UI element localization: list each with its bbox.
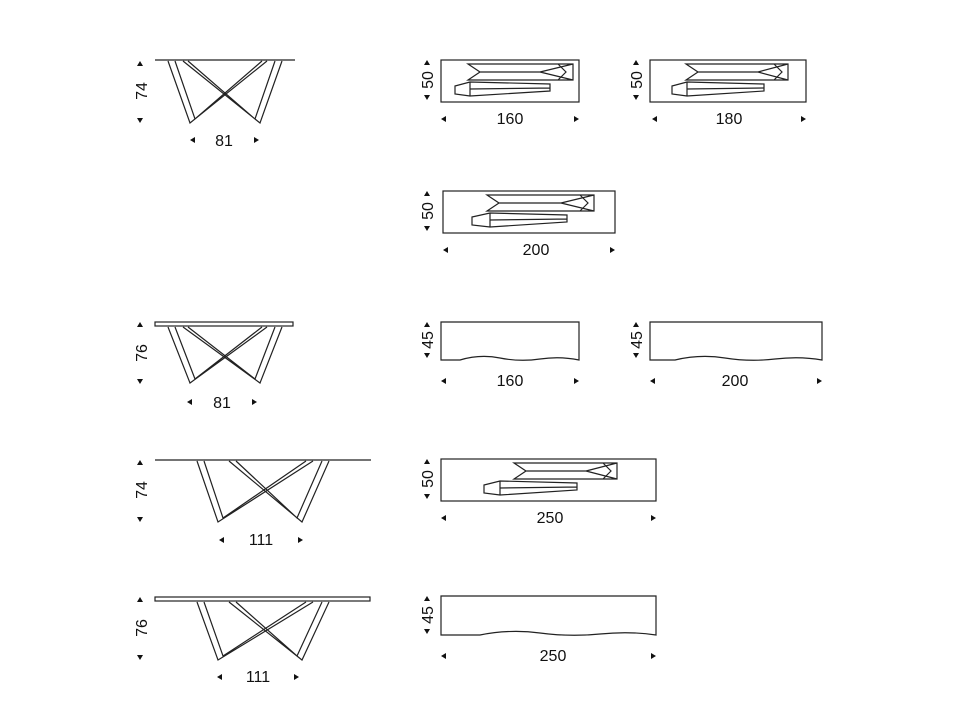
length-label: 250 — [537, 510, 564, 527]
width-label: 81 — [213, 395, 231, 412]
height-label: 74 — [134, 82, 151, 100]
top-view-180-bars: 50 180 — [629, 59, 807, 128]
height-label: 76 — [134, 619, 151, 637]
length-label: 200 — [722, 373, 749, 390]
top-view-250-bars: 50 250 — [420, 458, 657, 527]
width-label: 111 — [246, 669, 270, 686]
depth-label: 50 — [629, 71, 646, 89]
depth-label: 45 — [629, 331, 646, 349]
length-label: 160 — [497, 111, 524, 128]
top-view-200-bars: 50 200 — [420, 190, 616, 259]
length-label: 200 — [523, 242, 550, 259]
depth-label: 50 — [420, 470, 437, 488]
top-view-250-wave: 45 250 — [420, 595, 657, 665]
depth-label: 45 — [420, 606, 437, 624]
side-view-3: 74 111 — [134, 459, 371, 549]
length-label: 250 — [540, 648, 567, 665]
side-view-2: 76 81 — [134, 321, 294, 412]
depth-label: 50 — [420, 202, 437, 220]
top-view-200-wave: 45 200 — [629, 321, 823, 390]
width-label: 111 — [249, 532, 273, 549]
side-view-4: 76 111 — [134, 596, 371, 686]
width-label: 81 — [215, 133, 233, 150]
height-label: 74 — [134, 481, 151, 499]
depth-label: 50 — [420, 71, 437, 89]
top-view-160-bars: 50 160 — [420, 59, 580, 128]
side-view-1: 74 81 — [134, 59, 295, 150]
height-label: 76 — [134, 344, 151, 362]
length-label: 160 — [497, 373, 524, 390]
length-label: 180 — [716, 111, 743, 128]
top-view-160-wave: 45 160 — [420, 321, 580, 390]
depth-label: 45 — [420, 331, 437, 349]
